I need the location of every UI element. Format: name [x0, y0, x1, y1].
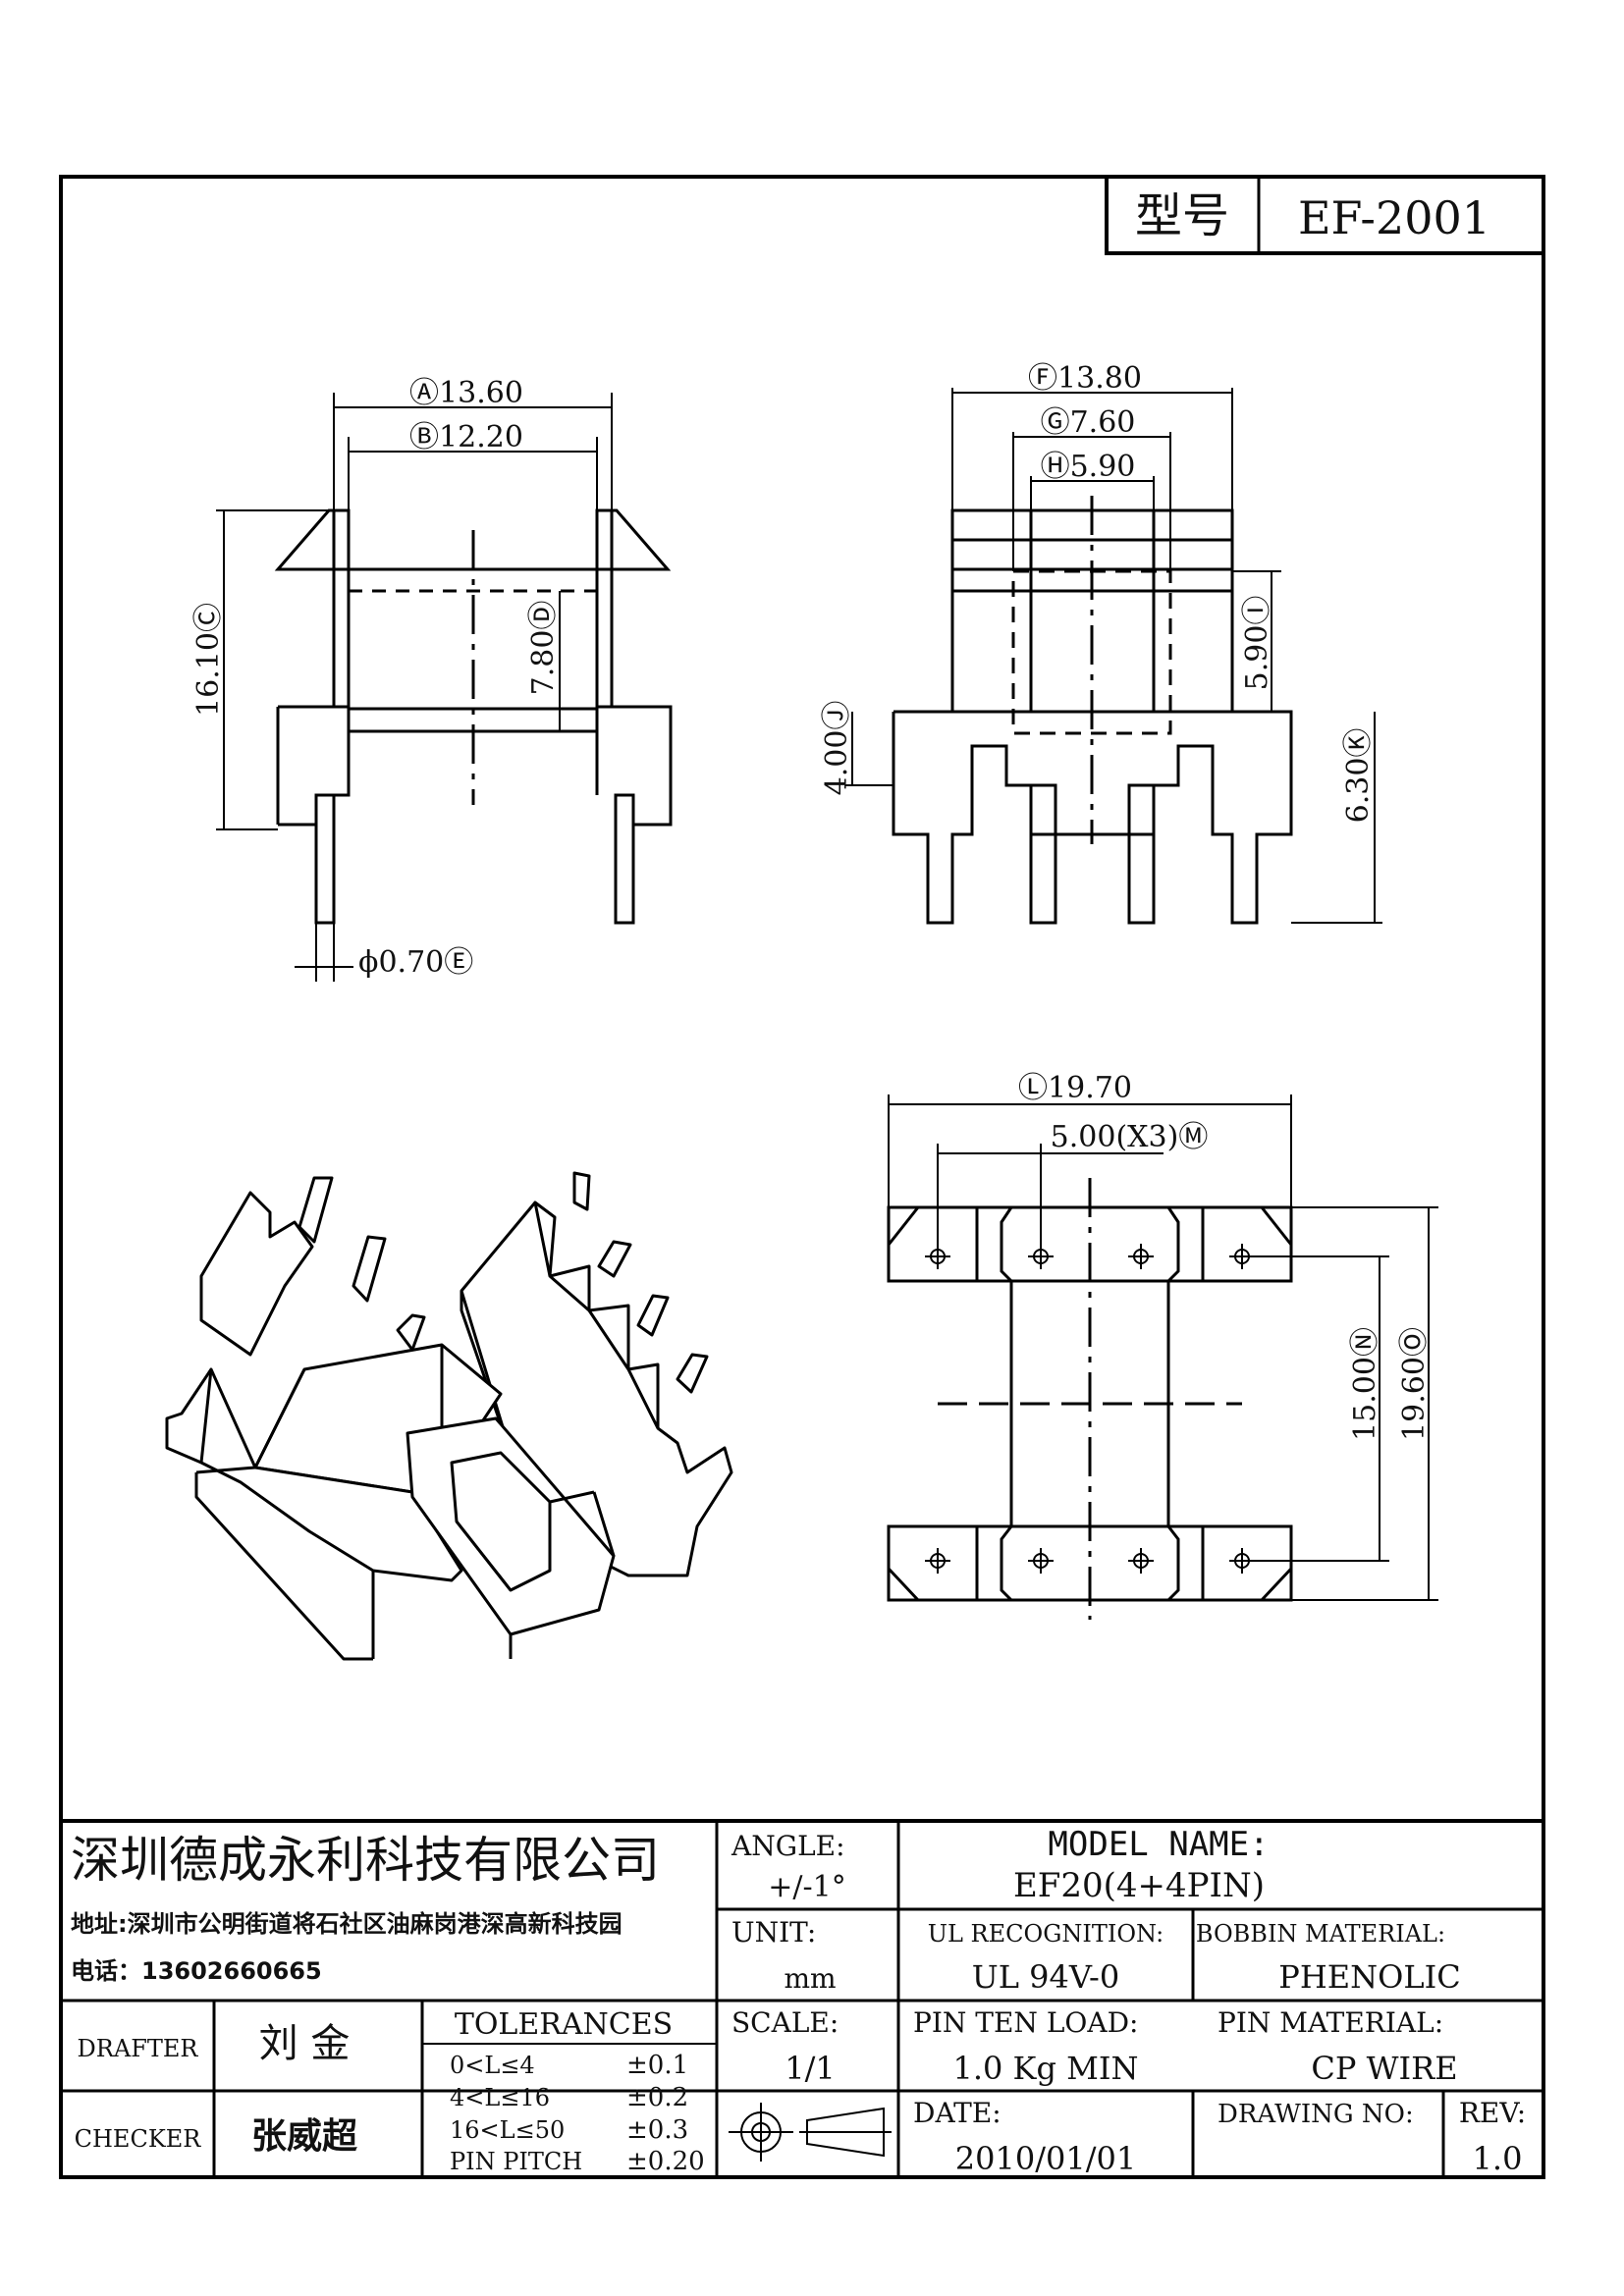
dim-m: 5.00(X3)Ⓜ — [1051, 1120, 1209, 1154]
tolerance-range: 4<L≤16 — [450, 2084, 550, 2111]
pin-load-label: PIN TEN LOAD: — [913, 2006, 1138, 2039]
model-name-value: EF20(4+4PIN) — [1013, 1866, 1265, 1905]
bottom-view-dimensions: Ⓛ19.70 5.00(X3)Ⓜ 15.00Ⓝ 19.60Ⓞ — [1018, 1071, 1432, 1441]
checker-label: CHECKER — [75, 2125, 202, 2153]
checker-name: 张威超 — [251, 2116, 358, 2157]
unit-label: UNIT: — [731, 1916, 816, 1949]
dim-c: 16.10Ⓒ — [191, 603, 226, 717]
drawing-no-label: DRAWING NO: — [1218, 2100, 1414, 2129]
angle-label: ANGLE: — [731, 1830, 845, 1862]
front-view-dimensions: Ⓐ13.60 Ⓑ12.20 16.10Ⓒ 7.80Ⓓ ϕ0.70Ⓔ — [191, 376, 561, 980]
dim-d: 7.80Ⓓ — [526, 601, 561, 696]
dim-e: ϕ0.70Ⓔ — [358, 945, 473, 980]
model-title-value: EF-2001 — [1298, 191, 1490, 244]
ul-value: UL 94V-0 — [972, 1958, 1119, 1996]
drafter-label: DRAFTER — [78, 2035, 199, 2062]
model-title-box: 型号 EF-2001 — [1105, 175, 1545, 255]
date-label: DATE: — [913, 2097, 1001, 2129]
tolerance-value: ±0.3 — [626, 2115, 688, 2145]
front-view — [216, 393, 673, 982]
company-name: 深圳德成永利科技有限公司 — [71, 1832, 660, 1889]
rev-label: REV: — [1459, 2097, 1526, 2129]
dim-l: Ⓛ19.70 — [1018, 1071, 1132, 1105]
tolerance-range: 16<L≤50 — [450, 2116, 565, 2144]
ul-label: UL RECOGNITION: — [928, 1920, 1164, 1948]
title-block-fields: ANGLE: +/-1° UNIT: mm SCALE: 1/1 MODEL N… — [731, 1825, 1526, 2177]
side-view — [844, 388, 1382, 925]
model-title-label: 型号 — [1135, 188, 1229, 243]
isometric-view — [165, 1171, 733, 1661]
dim-k: 6.30Ⓚ — [1341, 728, 1376, 824]
sheet-border — [59, 175, 1545, 2179]
dim-o: 19.60Ⓞ — [1397, 1327, 1432, 1441]
scale-value: 1/1 — [785, 2050, 836, 2087]
dim-h: Ⓗ5.90 — [1041, 450, 1136, 484]
date-value: 2010/01/01 — [955, 2140, 1136, 2177]
bottom-view — [887, 1095, 1438, 1620]
approvals: DRAFTER 刘 金 CHECKER 张威超 — [75, 2021, 358, 2157]
tolerance-value: ±0.1 — [626, 2051, 688, 2080]
dim-n: 15.00Ⓝ — [1348, 1327, 1382, 1441]
dim-g: Ⓖ7.60 — [1041, 405, 1136, 440]
rev-value: 1.0 — [1473, 2140, 1523, 2177]
projection-symbol-icon — [729, 2103, 892, 2162]
dim-j: 4.00Ⓙ — [820, 701, 854, 796]
model-name-label: MODEL NAME: — [1048, 1825, 1269, 1864]
tolerance-value: ±0.20 — [626, 2147, 705, 2176]
company-info: 深圳德成永利科技有限公司 地址:深圳市公明街道将石社区油麻岗港深高新科技园 电话… — [71, 1832, 660, 1985]
tolerance-value: ±0.2 — [626, 2083, 688, 2112]
drafter-name: 刘 金 — [259, 2021, 351, 2066]
dim-b: Ⓑ12.20 — [409, 420, 523, 454]
side-view-dimensions: Ⓕ13.80 Ⓖ7.60 Ⓗ5.90 5.90Ⓘ 4.00Ⓙ 6.30Ⓚ — [820, 361, 1376, 823]
unit-value: mm — [784, 1962, 836, 1995]
pin-material-value: CP WIRE — [1311, 2050, 1457, 2087]
tolerances-table: TOLERANCES 0<L≤4 ±0.1 4<L≤16 ±0.2 16<L≤5… — [422, 2007, 717, 2176]
pin-load-value: 1.0 Kg MIN — [952, 2050, 1138, 2087]
dim-a: Ⓐ13.60 — [409, 376, 523, 410]
angle-value: +/-1° — [768, 1870, 845, 1904]
tolerance-range: 0<L≤4 — [450, 2052, 535, 2079]
company-address: 地址:深圳市公明街道将石社区油麻岗港深高新科技园 — [71, 1910, 623, 1938]
scale-label: SCALE: — [731, 2006, 839, 2039]
dim-i: 5.90Ⓘ — [1240, 596, 1274, 691]
bottom-view-pin-holes — [925, 1244, 1255, 1574]
dim-f: Ⓕ13.80 — [1028, 361, 1142, 396]
company-phone: 电话：13602660665 — [71, 1957, 322, 1985]
bobbin-material-value: PHENOLIC — [1278, 1958, 1460, 1996]
bobbin-material-label: BOBBIN MATERIAL: — [1196, 1920, 1445, 1948]
tolerances-title: TOLERANCES — [455, 2007, 673, 2042]
title-block-lines — [61, 1819, 1543, 2177]
pin-material-label: PIN MATERIAL: — [1218, 2006, 1443, 2039]
tolerance-range: PIN PITCH — [450, 2148, 582, 2175]
